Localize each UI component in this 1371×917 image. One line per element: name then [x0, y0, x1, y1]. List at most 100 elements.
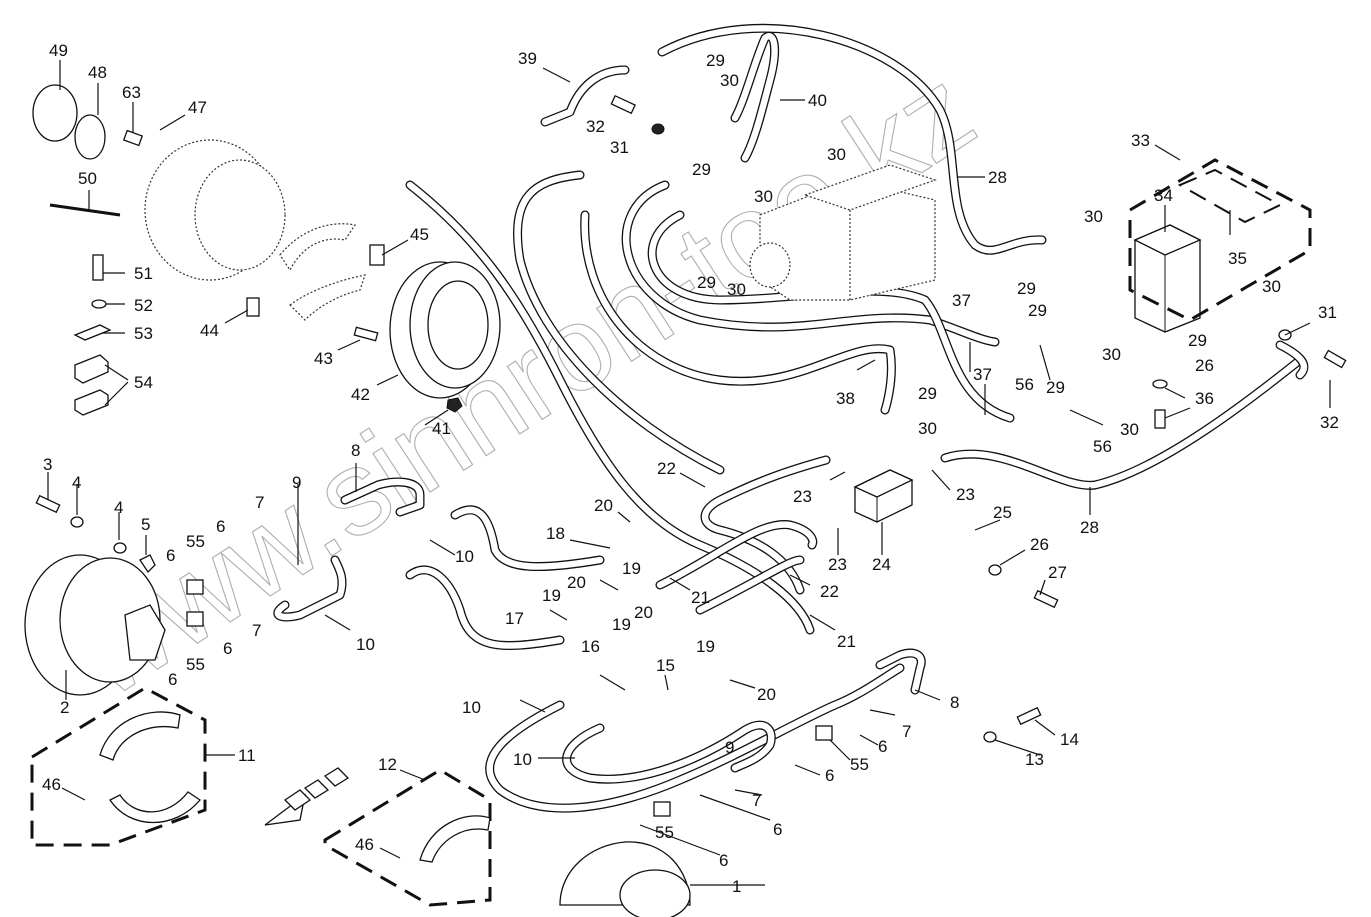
- callout-2[interactable]: 2: [60, 698, 69, 717]
- callout-19-d[interactable]: 19: [696, 637, 715, 656]
- callout-25[interactable]: 25: [993, 503, 1012, 522]
- callout-20-b[interactable]: 20: [567, 573, 586, 592]
- callout-30-pump[interactable]: 30: [827, 145, 846, 164]
- callout-7-left-upper[interactable]: 7: [255, 493, 264, 512]
- callout-20-c[interactable]: 20: [634, 603, 653, 622]
- callout-39[interactable]: 39: [518, 49, 537, 68]
- callout-6-right-a[interactable]: 6: [878, 737, 887, 756]
- callout-55-right-upper[interactable]: 55: [850, 755, 869, 774]
- callout-12[interactable]: 12: [378, 755, 397, 774]
- callout-55-left-lower[interactable]: 55: [186, 655, 205, 674]
- callout-29-block-upper[interactable]: 29: [1017, 279, 1036, 298]
- callout-24[interactable]: 24: [872, 555, 891, 574]
- callout-20-a[interactable]: 20: [594, 496, 613, 515]
- callout-31-top[interactable]: 31: [610, 138, 629, 157]
- callout-50[interactable]: 50: [78, 169, 97, 188]
- callout-23-c[interactable]: 23: [828, 555, 847, 574]
- callout-6-left-a[interactable]: 6: [216, 517, 225, 536]
- callout-32-top[interactable]: 32: [586, 117, 605, 136]
- callout-32-right[interactable]: 32: [1320, 413, 1339, 432]
- callout-30-block-upper[interactable]: 30: [1084, 207, 1103, 226]
- callout-28-top[interactable]: 28: [988, 168, 1007, 187]
- callout-10-right-upper[interactable]: 10: [462, 698, 481, 717]
- callout-30-block-lower[interactable]: 30: [1120, 420, 1139, 439]
- callout-48[interactable]: 48: [88, 63, 107, 82]
- callout-35[interactable]: 35: [1228, 249, 1247, 268]
- callout-55-right-lower[interactable]: 55: [655, 823, 674, 842]
- callout-17[interactable]: 17: [505, 609, 524, 628]
- callout-55-left-upper[interactable]: 55: [186, 532, 205, 551]
- callout-19-a[interactable]: 19: [622, 559, 641, 578]
- callout-29-block-mid[interactable]: 29: [1028, 301, 1047, 320]
- callout-30-pump-lower[interactable]: 30: [727, 280, 746, 299]
- callout-43[interactable]: 43: [314, 349, 333, 368]
- callout-47[interactable]: 47: [188, 98, 207, 117]
- callout-26-manifold[interactable]: 26: [1030, 535, 1049, 554]
- callout-21-lower[interactable]: 21: [837, 632, 856, 651]
- callout-37-lower[interactable]: 37: [973, 365, 992, 384]
- callout-29-block-lower[interactable]: 29: [1046, 378, 1065, 397]
- callout-8-right[interactable]: 8: [950, 693, 959, 712]
- callout-16[interactable]: 16: [581, 637, 600, 656]
- callout-51[interactable]: 51: [134, 264, 153, 283]
- callout-3[interactable]: 3: [43, 455, 52, 474]
- callout-23-a[interactable]: 23: [793, 487, 812, 506]
- callout-41[interactable]: 41: [432, 419, 451, 438]
- callout-29-38[interactable]: 29: [918, 384, 937, 403]
- callout-22-upper[interactable]: 22: [657, 459, 676, 478]
- callout-6-left-b[interactable]: 6: [166, 546, 175, 565]
- callout-63[interactable]: 63: [122, 83, 141, 102]
- callout-53[interactable]: 53: [134, 324, 153, 343]
- callout-13[interactable]: 13: [1025, 750, 1044, 769]
- callout-7-right-lower[interactable]: 7: [752, 791, 761, 810]
- callout-6-left-c[interactable]: 6: [223, 639, 232, 658]
- callout-34[interactable]: 34: [1154, 186, 1173, 205]
- callout-30-top[interactable]: 30: [720, 71, 739, 90]
- callout-10-left-upper[interactable]: 10: [455, 547, 474, 566]
- callout-8-left[interactable]: 8: [351, 441, 360, 460]
- callout-31-right[interactable]: 31: [1318, 303, 1337, 322]
- callout-23-b[interactable]: 23: [956, 485, 975, 504]
- callout-7-right-upper[interactable]: 7: [902, 722, 911, 741]
- callout-10-left-lower[interactable]: 10: [356, 635, 375, 654]
- callout-54[interactable]: 54: [134, 373, 153, 392]
- callout-33[interactable]: 33: [1131, 131, 1150, 150]
- callout-21-upper[interactable]: 21: [691, 588, 710, 607]
- callout-20-d[interactable]: 20: [757, 685, 776, 704]
- callout-11[interactable]: 11: [238, 746, 256, 765]
- callout-26-right[interactable]: 26: [1195, 356, 1214, 375]
- callout-30-block-mid[interactable]: 30: [1102, 345, 1121, 364]
- callout-38[interactable]: 38: [836, 389, 855, 408]
- callout-19-b[interactable]: 19: [542, 586, 561, 605]
- callout-30-block-right[interactable]: 30: [1262, 277, 1281, 296]
- callout-46-right[interactable]: 46: [355, 835, 374, 854]
- callout-29-top[interactable]: 29: [706, 51, 725, 70]
- callout-27[interactable]: 27: [1048, 563, 1067, 582]
- callout-18[interactable]: 18: [546, 524, 565, 543]
- callout-1[interactable]: 1: [732, 877, 741, 896]
- callout-29-block-right[interactable]: 29: [1188, 331, 1207, 350]
- callout-49[interactable]: 49: [49, 41, 68, 60]
- callout-30-38[interactable]: 30: [918, 419, 937, 438]
- callout-22-lower[interactable]: 22: [820, 582, 839, 601]
- callout-56-lower[interactable]: 56: [1093, 437, 1112, 456]
- callout-7-left-lower[interactable]: 7: [252, 621, 261, 640]
- callout-14[interactable]: 14: [1060, 730, 1079, 749]
- callout-4a[interactable]: 4: [72, 473, 81, 492]
- callout-45[interactable]: 45: [410, 225, 429, 244]
- callout-29-pump-upper[interactable]: 29: [692, 160, 711, 179]
- callout-37-upper[interactable]: 37: [952, 291, 971, 310]
- callout-28-lower[interactable]: 28: [1080, 518, 1099, 537]
- callout-15[interactable]: 15: [656, 656, 675, 675]
- callout-5[interactable]: 5: [141, 515, 150, 534]
- callout-40[interactable]: 40: [808, 91, 827, 110]
- callout-9-left[interactable]: 9: [292, 473, 301, 492]
- callout-6-right-d[interactable]: 6: [719, 851, 728, 870]
- callout-52[interactable]: 52: [134, 296, 153, 315]
- callout-36[interactable]: 36: [1195, 389, 1214, 408]
- callout-9-right[interactable]: 9: [725, 738, 734, 757]
- callout-6-right-b[interactable]: 6: [825, 766, 834, 785]
- callout-30-pump-mid[interactable]: 30: [754, 187, 773, 206]
- callout-42[interactable]: 42: [351, 385, 370, 404]
- callout-10-right-lower[interactable]: 10: [513, 750, 532, 769]
